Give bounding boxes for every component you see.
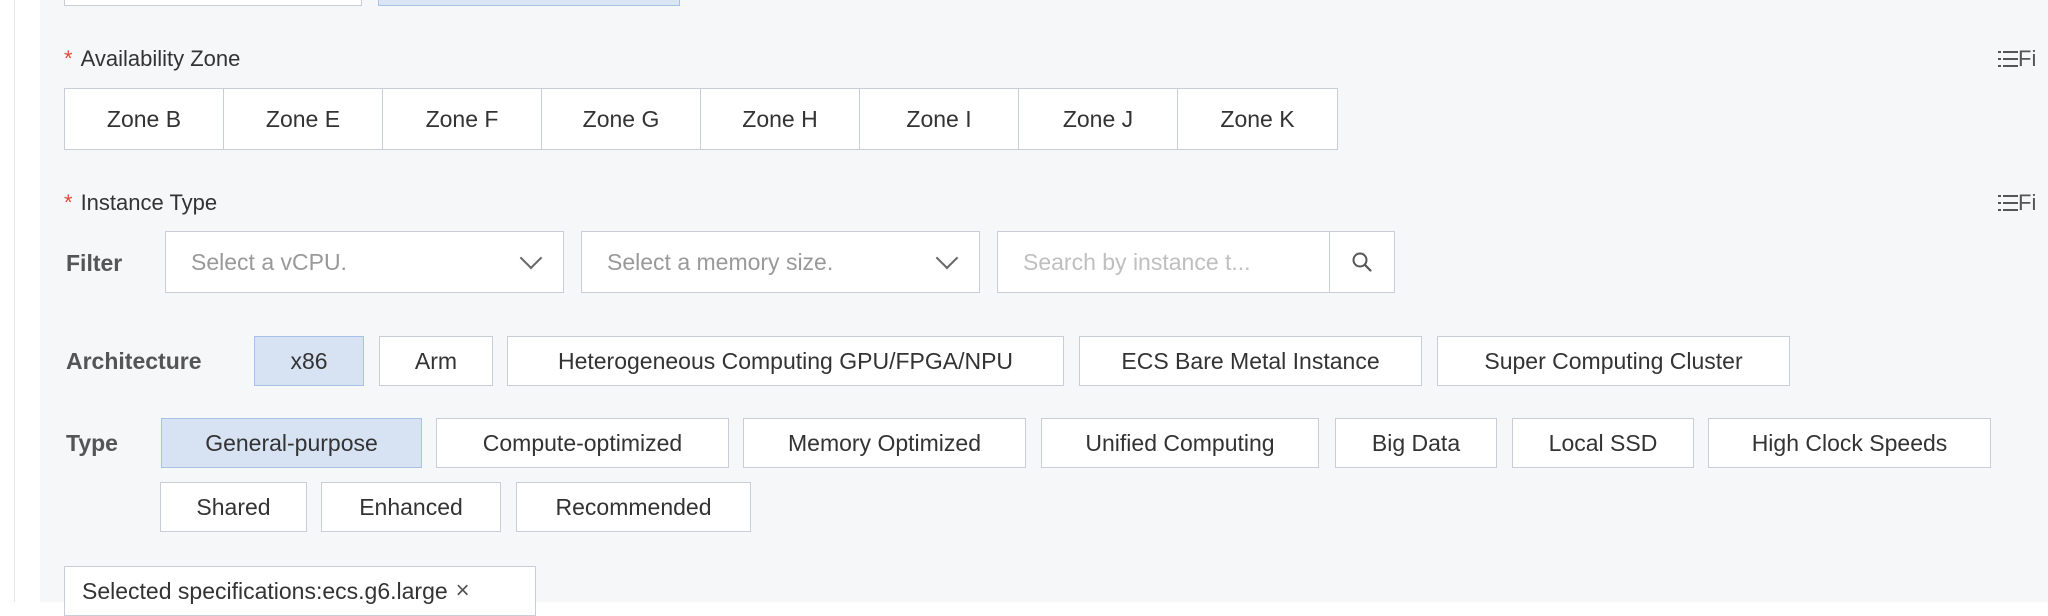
arch-x86-option[interactable]: x86 (254, 336, 364, 386)
vcpu-select-placeholder: Select a vCPU. (191, 248, 347, 275)
selected-spec-tag: Selected specifications:ecs.g6.large × (64, 566, 536, 616)
zone-b-button[interactable]: Zone B (65, 89, 224, 149)
required-mark: * (64, 190, 73, 215)
chevron-down-icon (519, 246, 543, 270)
instance-type-label: * Instance Type (64, 192, 217, 214)
memory-select-placeholder: Select a memory size. (607, 248, 834, 275)
type-compute-optimized-option[interactable]: Compute-optimized (436, 418, 729, 468)
type-unified-computing-option[interactable]: Unified Computing (1041, 418, 1319, 468)
arch-heterogeneous-option[interactable]: Heterogeneous Computing GPU/FPGA/NPU (507, 336, 1064, 386)
arch-bare-metal-option[interactable]: ECS Bare Metal Instance (1079, 336, 1422, 386)
search-icon (1352, 252, 1372, 272)
type-local-ssd-option[interactable]: Local SSD (1512, 418, 1694, 468)
type-high-clock-speeds-option[interactable]: High Clock Speeds (1708, 418, 1991, 468)
zone-i-button[interactable]: Zone I (860, 89, 1019, 149)
filter-label: Filter (66, 250, 123, 276)
type-label: Type (66, 430, 118, 456)
type-big-data-option[interactable]: Big Data (1335, 418, 1497, 468)
left-rail (0, 0, 15, 602)
search-button[interactable] (1329, 232, 1394, 292)
instance-type-label-text: Instance Type (80, 190, 218, 215)
chevron-down-icon (935, 246, 959, 270)
list-icon (1998, 195, 2018, 211)
zone-g-button[interactable]: Zone G (542, 89, 701, 149)
type-recommended-option[interactable]: Recommended (516, 482, 751, 532)
memory-select[interactable]: Select a memory size. (581, 231, 980, 293)
instance-type-fit-toggle[interactable]: Fi (1998, 192, 2036, 214)
architecture-label: Architecture (66, 348, 202, 374)
list-icon (1998, 51, 2018, 67)
close-icon[interactable]: × (455, 577, 470, 604)
required-mark: * (64, 46, 73, 71)
zone-h-button[interactable]: Zone H (701, 89, 860, 149)
zone-f-button[interactable]: Zone F (383, 89, 542, 149)
vcpu-select[interactable]: Select a vCPU. (165, 231, 564, 293)
type-shared-option[interactable]: Shared (160, 482, 307, 532)
type-enhanced-option[interactable]: Enhanced (321, 482, 501, 532)
zone-k-button[interactable]: Zone K (1220, 105, 1295, 132)
type-general-purpose-option[interactable]: General-purpose (161, 418, 422, 468)
zone-j-button[interactable]: Zone J (1019, 89, 1178, 149)
fit-label-cut: Fi (2018, 190, 2037, 215)
availability-zone-label: * Availability Zone (64, 48, 240, 70)
type-memory-optimized-option[interactable]: Memory Optimized (743, 418, 1026, 468)
previous-option-button[interactable] (64, 0, 362, 6)
availability-zone-label-text: Availability Zone (80, 46, 241, 71)
arch-arm-option[interactable]: Arm (379, 336, 493, 386)
zone-e-button[interactable]: Zone E (224, 89, 383, 149)
availability-zone-fit-toggle[interactable]: Fi (1998, 48, 2036, 70)
fit-label-cut: Fi (2018, 46, 2037, 71)
previous-selected-option-button[interactable] (378, 0, 680, 6)
arch-super-computing-option[interactable]: Super Computing Cluster (1437, 336, 1790, 386)
instance-search (997, 231, 1395, 293)
instance-search-input[interactable] (998, 232, 1330, 292)
selected-spec-text: Selected specifications:ecs.g6.large (82, 577, 448, 604)
zone-selector: Zone B Zone E Zone F Zone G Zone H Zone … (64, 88, 1338, 150)
